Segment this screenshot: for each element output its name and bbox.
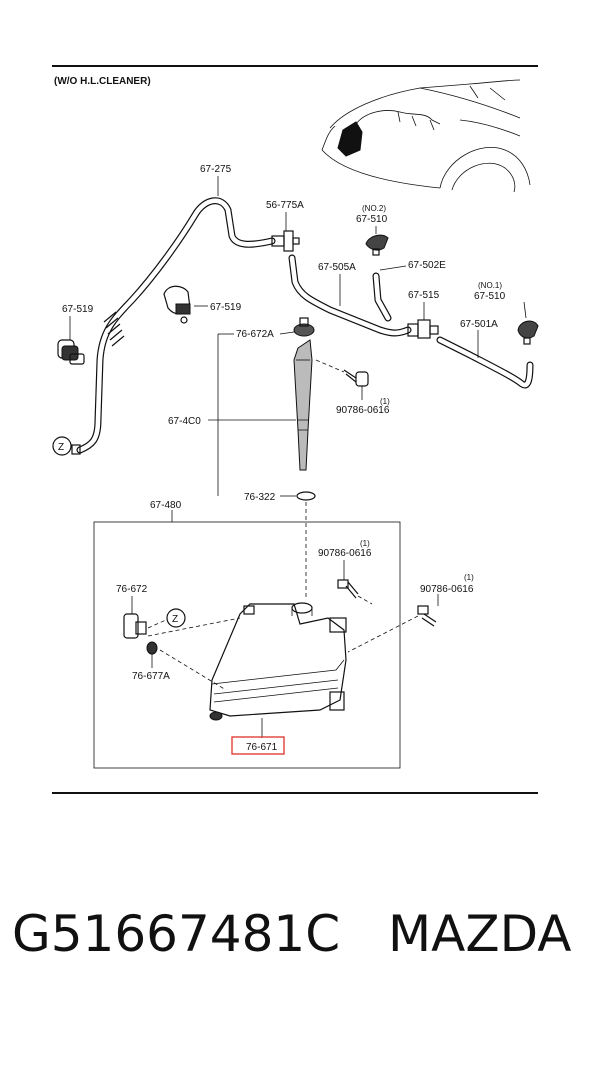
- label-67-275: 67-275: [200, 164, 232, 175]
- label-67-510-no2: 67-510: [356, 214, 388, 225]
- nozzle-67-510-no1: [517, 320, 539, 345]
- label-67-510-no2-note: (NO.2): [362, 204, 386, 213]
- label-90786-c: 90786-0616: [420, 584, 474, 595]
- bolt-90786-c: [417, 605, 437, 627]
- label-67-519-left: 67-519: [62, 304, 94, 315]
- bolt-90786-a: [343, 369, 369, 387]
- svg-text:Z: Z: [172, 614, 178, 625]
- label-67-502E: 67-502E: [408, 260, 446, 271]
- ref-z-top-marker: Z: [52, 436, 72, 456]
- bolt-90786-b: [337, 579, 359, 599]
- label-67-480: 67-480: [150, 500, 182, 511]
- label-56-775A: 56-775A: [266, 200, 304, 211]
- joint-56-775A: [271, 230, 300, 252]
- label-67-519-mid: 67-519: [210, 302, 242, 313]
- brand-name: MAZDA: [388, 905, 572, 963]
- highlight-76-671: [231, 736, 285, 755]
- clip-67-519-left: [57, 339, 85, 365]
- label-76-677A: 76-677A: [132, 671, 170, 682]
- label-76-672: 76-672: [116, 584, 148, 595]
- label-90786-b-qty: (1): [360, 539, 370, 548]
- part-caption: G51667481C MAZDA: [0, 905, 600, 975]
- label-67-510-no1: 67-510: [474, 291, 506, 302]
- svg-text:Z: Z: [58, 442, 64, 453]
- nozzle-67-510-no2: [365, 234, 389, 256]
- grommet-76-677A: [146, 641, 158, 655]
- filler-pipe-67-4C0: [293, 339, 313, 471]
- parts-diagram: (W/O H.L.CLEANER): [52, 65, 539, 794]
- label-90786-c-qty: (1): [464, 573, 474, 582]
- hose-67-501A: [436, 336, 534, 389]
- ref-z-left-marker: Z: [166, 608, 186, 628]
- tank-assembly-box: [93, 521, 401, 769]
- cap-76-672A: [293, 317, 315, 337]
- label-67-501A: 67-501A: [460, 319, 498, 330]
- label-90786-b: 90786-0616: [318, 548, 372, 559]
- label-76-322: 76-322: [244, 492, 276, 503]
- diagram-header: (W/O H.L.CLEANER): [54, 76, 151, 87]
- label-90786-a-qty: (1): [380, 397, 390, 406]
- part-number: G51667481C: [12, 905, 341, 963]
- hose-67-275: [71, 197, 276, 455]
- hose-67-502E: [372, 272, 392, 322]
- label-76-671: 76-671: [246, 742, 278, 753]
- label-76-672A: 76-672A: [236, 329, 274, 340]
- label-67-510-no1-note: (NO.1): [478, 281, 502, 290]
- label-67-515: 67-515: [408, 290, 440, 301]
- washer-tank-76-671: [209, 602, 347, 721]
- o-ring-76-322: [296, 491, 316, 501]
- label-67-4C0: 67-4C0: [168, 416, 201, 427]
- clip-67-519-mid: [163, 285, 191, 324]
- pump-motor-76-672: [123, 613, 147, 639]
- joint-67-515: [407, 319, 439, 339]
- label-90786-a: 90786-0616: [336, 405, 390, 416]
- hose-67-505A: [288, 254, 412, 337]
- car-inset-illustration: [321, 79, 531, 193]
- label-67-505A: 67-505A: [318, 262, 356, 273]
